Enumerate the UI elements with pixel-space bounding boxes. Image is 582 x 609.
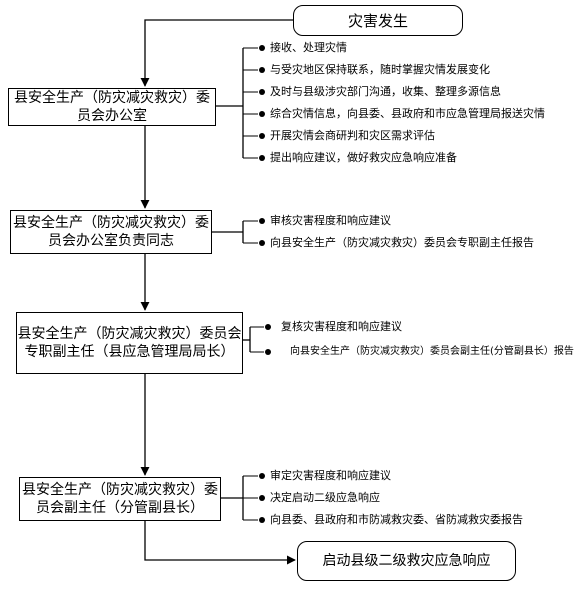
step3-title: 县安全生产（防灾减灾救灾）委员会专职副主任（县应急管理局局长） xyxy=(17,326,242,360)
end-node: 启动县级二级救灾应急响应 xyxy=(297,541,516,581)
step4-title: 县安全生产（防灾减灾救灾）委员会副主任（分管副县长） xyxy=(22,482,218,516)
arrow-step4-to-end xyxy=(144,521,296,565)
step3-bracket xyxy=(243,324,271,355)
step1-action: 综合灾情信息，向县委、县政府和市应急管理局报送灾情 xyxy=(270,107,545,120)
step1-title: 县安全生产（防灾减灾救灾）委员会办公室 xyxy=(14,90,210,124)
step1-action: 与受灾地区保持联系，随时掌握灾情发展变化 xyxy=(270,63,490,76)
step2-bracket xyxy=(212,218,265,246)
step2-action: 向县安全生产（防灾减灾救灾）委员会专职副主任报告 xyxy=(270,236,534,249)
step2-box: 县安全生产（防灾减灾救灾）委员会办公室负责同志 xyxy=(10,210,212,254)
step4-bracket xyxy=(221,473,265,523)
step1-bracket xyxy=(216,45,265,161)
step3-action: 向县安全生产（防灾减灾救灾）委员会副主任(分管副县长）报告 xyxy=(290,346,574,357)
step2-title: 县安全生产（防灾减灾救灾）委员会办公室负责同志 xyxy=(13,215,209,249)
step1-action: 及时与县级涉灾部门沟通，收集、整理多源信息 xyxy=(270,85,501,98)
step3-action: 复核灾害程度和响应建议 xyxy=(281,320,402,333)
step4-action: 审定灾害程度和响应建议 xyxy=(270,469,391,482)
step1-action: 提出响应建议，做好救灾应急响应准备 xyxy=(270,151,457,164)
step1-action: 开展灾情会商研判和灾区需求评估 xyxy=(270,129,435,142)
step4-box: 县安全生产（防灾减灾救灾）委员会副主任（分管副县长） xyxy=(19,477,221,521)
start-label: 灾害发生 xyxy=(347,11,408,30)
step1-box: 县安全生产（防灾减灾救灾）委员会办公室 xyxy=(8,88,216,126)
step2-action: 审核灾害程度和响应建议 xyxy=(270,214,391,227)
step4-action: 向县委、县政府和市防减救灾委、省防减救灾委报告 xyxy=(270,513,523,526)
step1-action: 接收、处理灾情 xyxy=(270,41,347,54)
start-node: 灾害发生 xyxy=(293,5,463,36)
end-label: 启动县级二级救灾应急响应 xyxy=(322,553,491,569)
arrow-start-to-step1 xyxy=(140,19,293,87)
step4-action: 决定启动二级应急响应 xyxy=(270,491,380,504)
step3-box: 县安全生产（防灾减灾救灾）委员会专职副主任（县应急管理局局长） xyxy=(16,312,243,374)
